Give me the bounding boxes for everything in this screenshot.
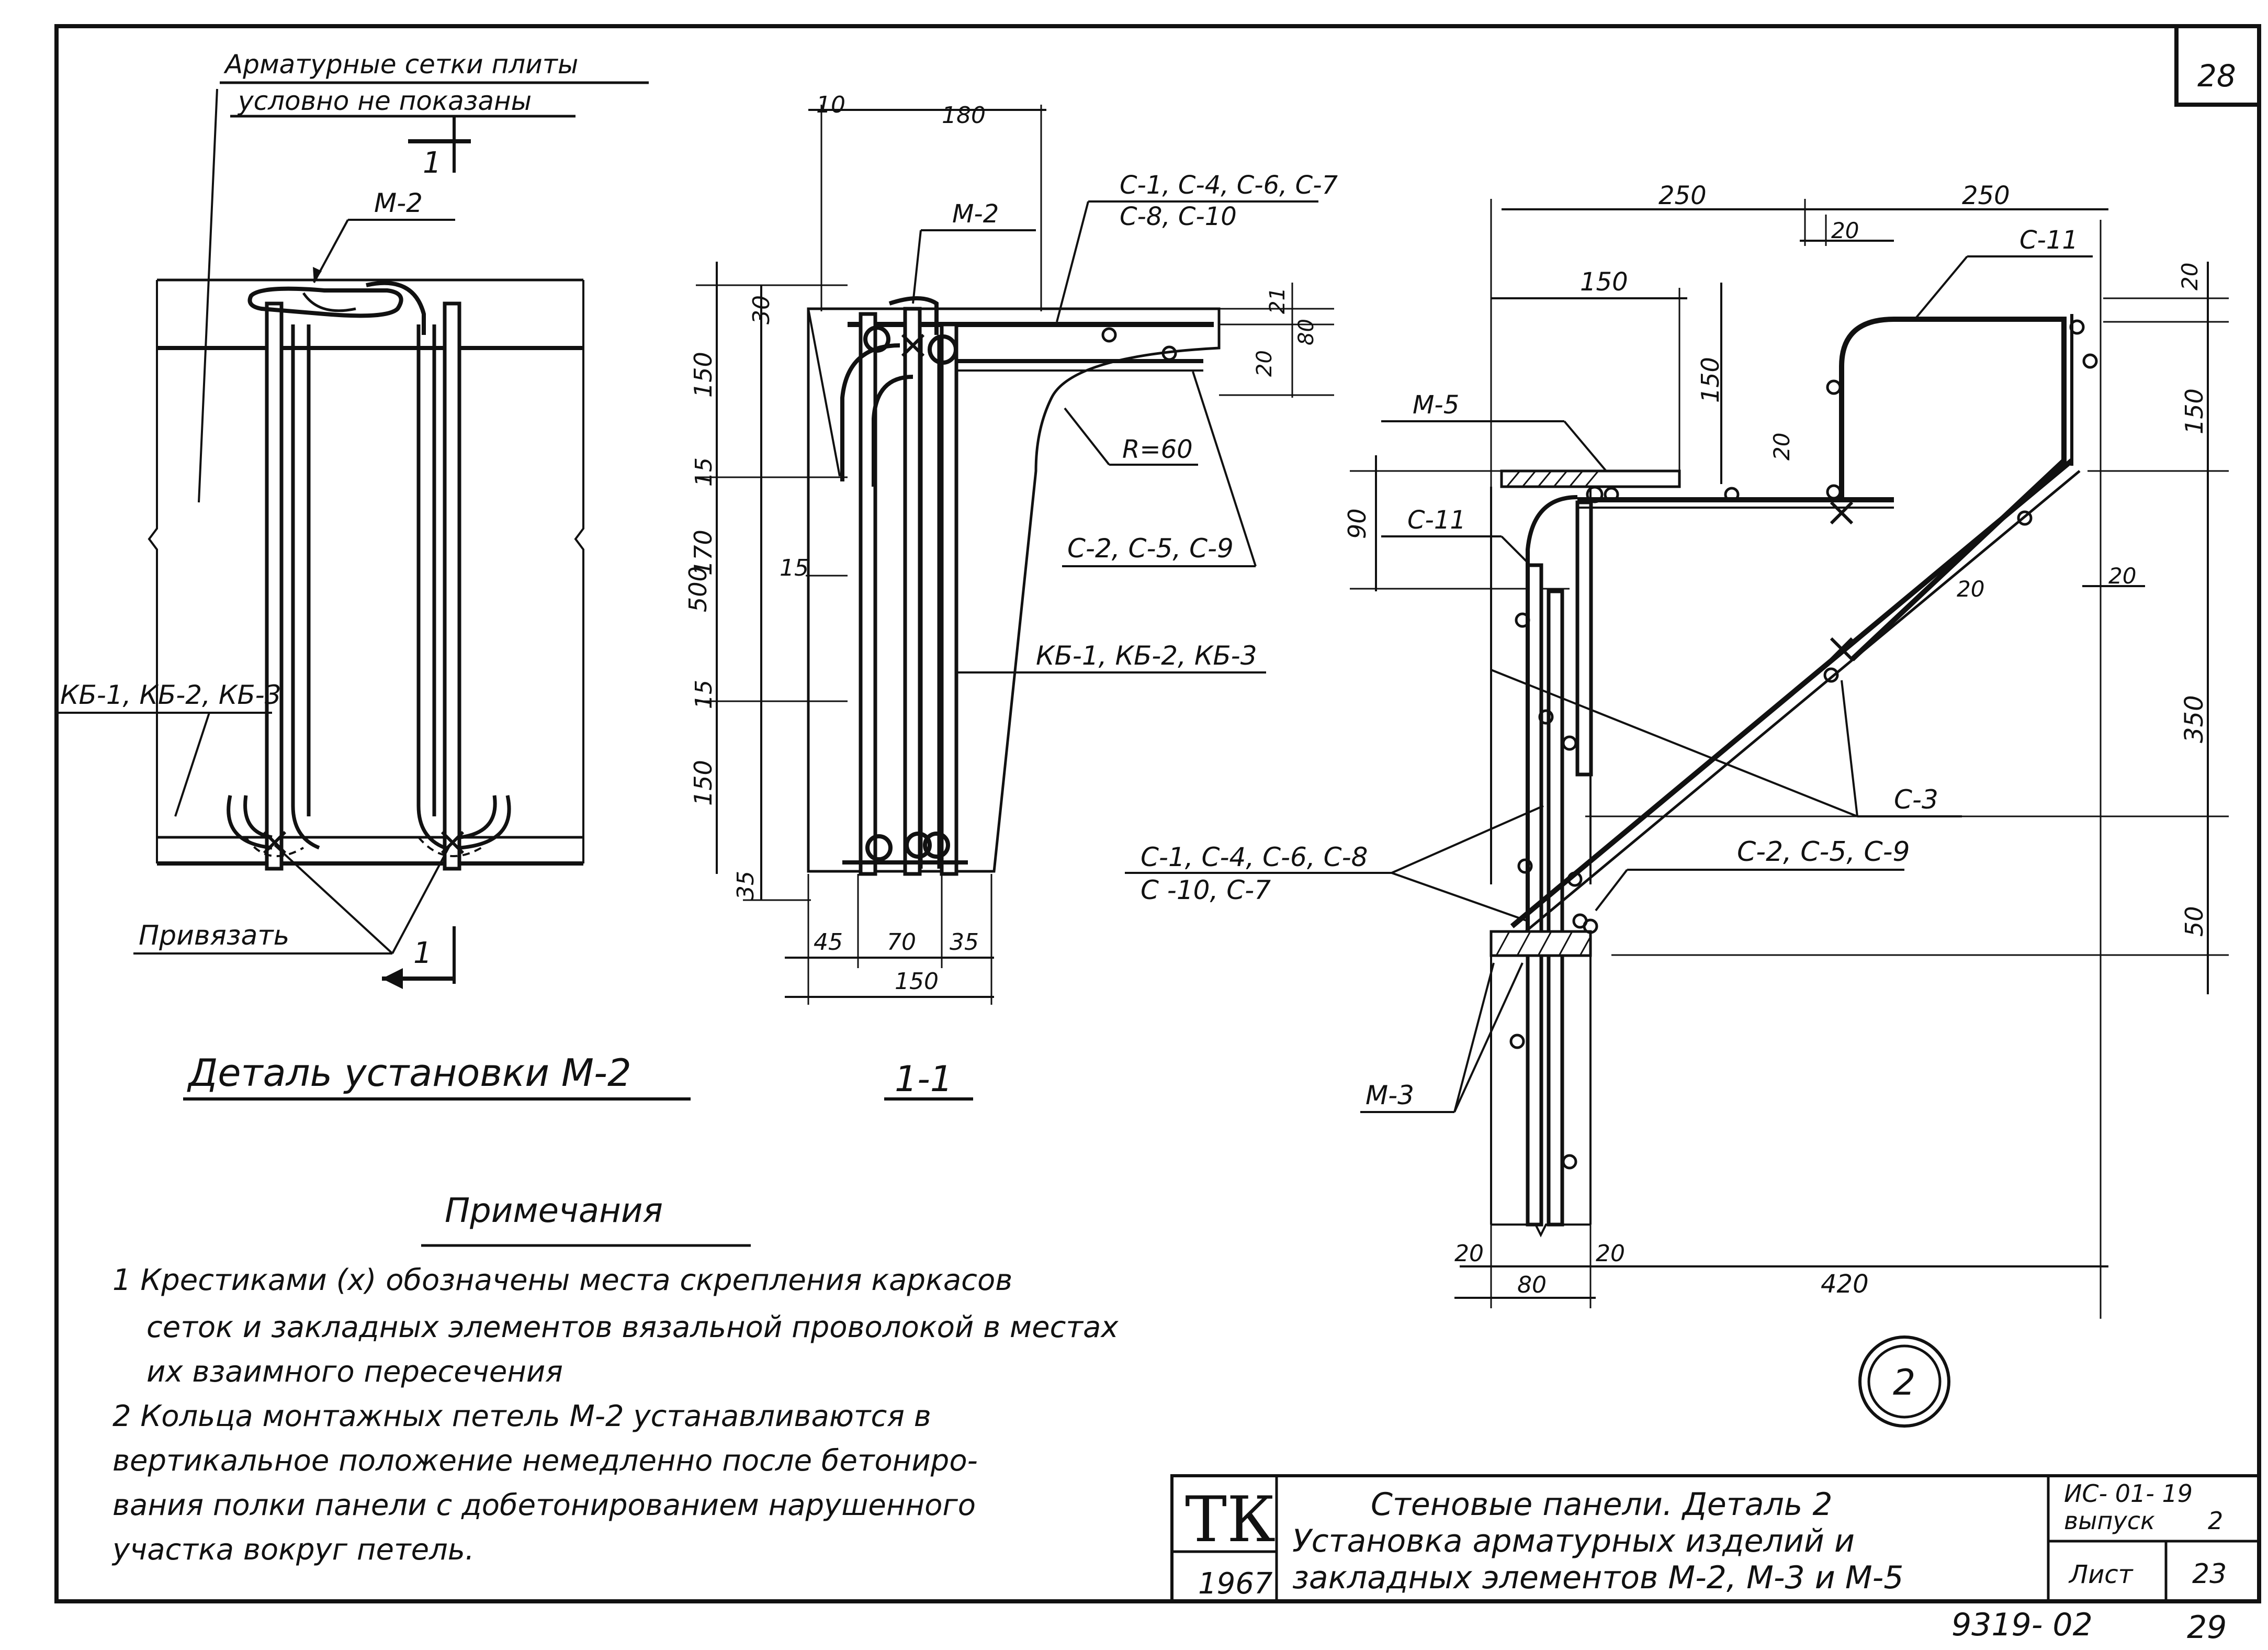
note-line-7: участка вокруг петель. [111, 1533, 475, 1567]
label-c2-section: С-2, С-5, С-9 [1067, 533, 1234, 564]
label-c3: С-3 [1894, 784, 1938, 815]
dim-45: 45 [814, 929, 843, 956]
dim-150-a: 150 [689, 352, 717, 398]
label-kb-section: КБ-1, КБ-2, КБ-3 [1036, 641, 1257, 671]
dim-500: 500 [684, 566, 712, 612]
title-block: ТК 1967 Стеновые панели. Деталь 2 Устано… [1170, 1474, 2261, 1603]
detail-m2: Арматурные сетки плиты условно не показа… [57, 49, 691, 1101]
dim-150-a2: 150 [1580, 267, 1628, 297]
issue-number: 2 [2208, 1507, 2223, 1535]
sheet-number: 23 [2192, 1558, 2227, 1590]
series-code: ИС- 01- 19 [2064, 1479, 2193, 1508]
detail-m2-title: Деталь установки М-2 [187, 1051, 631, 1095]
label-c-top-2: С-8, С-10 [1120, 202, 1237, 231]
dim-15-b: 15 [780, 555, 809, 581]
dim-21: 21 [1266, 287, 1290, 314]
logo-tk: ТК [1185, 1484, 1276, 1556]
dim-30: 30 [748, 295, 775, 324]
label-c-group-2: С -10, С-7 [1141, 875, 1271, 905]
detail-2-circle [1858, 1335, 1950, 1428]
sheet-label: Лист [2068, 1560, 2134, 1589]
sheet-frame [54, 24, 2261, 1603]
label-m2: М-2 [374, 188, 423, 218]
bottom-page: 29 [2187, 1609, 2227, 1646]
note-line-2: условно не показаны [237, 86, 532, 116]
dim-50: 50 [2180, 906, 2208, 937]
dim-80-d2: 80 [1517, 1272, 1547, 1298]
corner-number-box [2174, 24, 2261, 107]
dim-20-b: 20 [1769, 433, 1795, 461]
plate-m5 [1500, 469, 1681, 488]
label-c11-left: С-11 [1407, 506, 1466, 535]
label-c2-d2: С-2, С-5, С-9 [1737, 836, 1910, 868]
dim-420: 420 [1821, 1270, 1869, 1299]
dim-350: 350 [2180, 695, 2209, 743]
dim-150-c: 150 [895, 968, 939, 995]
dim-150-c2: 150 [2180, 388, 2208, 434]
bottom-code: 9319- 02 [1951, 1607, 2093, 1643]
dim-35-b: 35 [950, 929, 979, 956]
label-c11-top: С-11 [2019, 226, 2078, 255]
dim-35: 35 [732, 871, 759, 900]
dim-180: 180 [942, 102, 986, 129]
note-line-1: Арматурные сетки плиты [223, 49, 578, 80]
note-line-3: их взаимного пересечения [146, 1355, 563, 1389]
dim-20-d: 20 [1957, 576, 1984, 602]
dim-15-a: 15 [691, 457, 717, 487]
detail-2-mark: 2 [1893, 1362, 1915, 1404]
label-c-group-1: С-1, С-4, С-6, С-8 [1141, 842, 1368, 872]
label-m2-section: М-2 [952, 199, 999, 229]
dim-10: 10 [816, 92, 845, 118]
dim-15-c: 15 [691, 680, 717, 709]
corner-number: 28 [2197, 58, 2236, 94]
dim-20: 20 [1253, 350, 1277, 377]
note-line-4: 2 Кольца монтажных петель М-2 устанавлив… [112, 1399, 931, 1433]
dim-90: 90 [1343, 508, 1371, 539]
dim-250-b: 250 [1962, 181, 2010, 210]
section-1-1: 500 30 150 15 170 15 15 150 35 10 180 21… [684, 92, 1338, 1101]
title-line-1: Стеновые панели. Деталь 2 [1371, 1486, 1833, 1523]
section-mark-bottom: 1 [413, 936, 432, 970]
dim-250-a: 250 [1658, 181, 1707, 210]
title-line-3: закладных элементов М-2, М-3 и М-5 [1292, 1559, 1903, 1596]
label-r60: R=60 [1122, 435, 1193, 464]
issue-label: выпуск [2064, 1507, 2155, 1535]
label-kb: КБ-1, КБ-2, КБ-3 [60, 680, 281, 710]
note-line-2: сеток и закладных элементов вязальной пр… [146, 1310, 1119, 1344]
section-mark-top: 1 [423, 146, 442, 180]
notes: Примечания 1 Крестиками (х) обозначены м… [111, 1192, 1119, 1567]
dim-20-c: 20 [2177, 263, 2203, 290]
dim-70: 70 [887, 929, 916, 956]
dim-170: 170 [689, 530, 717, 576]
title-year: 1967 [1198, 1567, 1273, 1601]
dim-20-g: 20 [1596, 1240, 1625, 1267]
dim-20-e: 20 [2108, 563, 2136, 589]
label-m5: М-5 [1413, 390, 1459, 420]
label-m3: М-3 [1366, 1080, 1414, 1110]
label-tie: Привязать [139, 920, 289, 951]
title-line-2: Установка арматурных изделий и [1292, 1523, 1855, 1559]
dim-150-b: 150 [689, 760, 717, 806]
section-11-title: 1-1 [895, 1059, 953, 1100]
notes-heading: Примечания [445, 1192, 663, 1230]
dim-20-f: 20 [1454, 1240, 1484, 1267]
dim-150-b2: 150 [1696, 357, 1724, 403]
detail-2: 250 250 20 150 150 20 20 150 350 50 20 9… [1125, 181, 2229, 1428]
note-line-6: вания полки панели с добетонированием на… [112, 1488, 976, 1522]
note-line-1: 1 Крестиками (х) обозначены места скрепл… [112, 1263, 1012, 1297]
label-c-top-1: С-1, С-4, С-6, С-7 [1120, 171, 1338, 200]
dim-80: 80 [1294, 319, 1318, 345]
dim-20-a: 20 [1831, 218, 1859, 243]
note-line-5: вертикальное положение немедленно после … [112, 1444, 978, 1478]
